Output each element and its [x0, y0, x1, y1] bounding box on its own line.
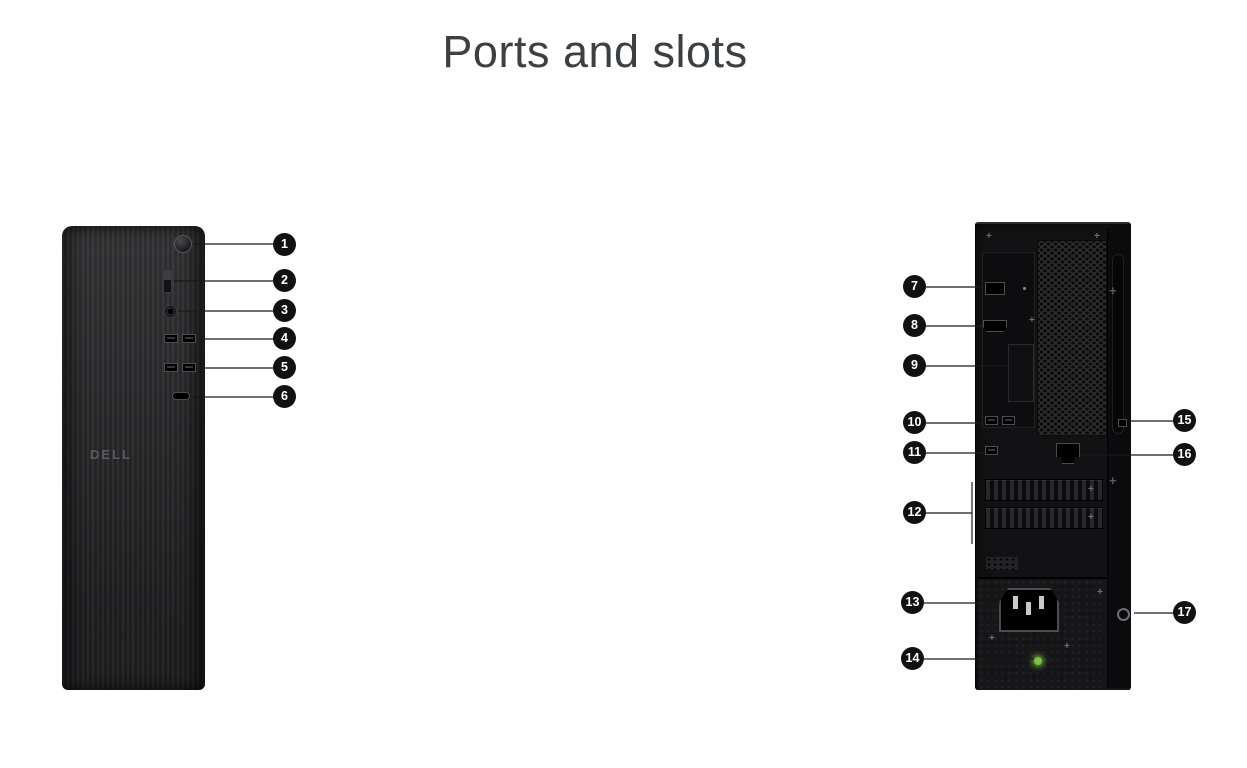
- power-pin: [1013, 596, 1018, 609]
- callout-6: 6: [273, 385, 296, 408]
- security-cable-slot: [1118, 419, 1127, 427]
- port-marking-dot: [1023, 287, 1026, 290]
- screw-icon: +: [1029, 315, 1035, 326]
- optional-port-blank: [1008, 344, 1034, 402]
- sd-card-slot: [163, 270, 172, 293]
- usb-port: [164, 334, 178, 343]
- callout-9: 9: [903, 354, 926, 377]
- expansion-slot-2: [985, 507, 1103, 529]
- cover-release-handle: [1112, 254, 1124, 434]
- callout-8: 8: [903, 314, 926, 337]
- power-pin: [1039, 596, 1044, 609]
- vent-grid: [1037, 240, 1107, 436]
- usb-port: [985, 416, 998, 425]
- screw-icon: +: [989, 633, 995, 644]
- power-pin: [1026, 602, 1031, 615]
- usb-port: [182, 334, 196, 343]
- callout-12: 12: [903, 501, 926, 524]
- callout-3: 3: [273, 299, 296, 322]
- screw-icon: +: [1064, 641, 1070, 652]
- callout-14: 14: [901, 647, 924, 670]
- callout-11: 11: [903, 441, 926, 464]
- callout-1: 1: [273, 233, 296, 256]
- usb-c-port: [172, 392, 190, 400]
- padlock-ring: [1117, 608, 1130, 621]
- usb-port: [1002, 416, 1015, 425]
- expansion-slot-1: [985, 479, 1103, 501]
- usb-port: [182, 363, 196, 372]
- callout-17: 17: [1173, 601, 1196, 624]
- screw-icon: +: [1088, 484, 1094, 495]
- page-title: Ports and slots: [442, 26, 748, 77]
- screw-icon: +: [1109, 473, 1117, 488]
- callout-15: 15: [1173, 409, 1196, 432]
- vent-strip: [986, 557, 1018, 570]
- screw-icon: +: [986, 231, 992, 242]
- screw-icon: +: [1094, 231, 1100, 242]
- screw-icon: +: [1088, 512, 1094, 523]
- callout-5: 5: [273, 356, 296, 379]
- callout-7: 7: [903, 275, 926, 298]
- hdmi-port: [983, 320, 1007, 332]
- callout-2: 2: [273, 269, 296, 292]
- callout-10: 10: [903, 411, 926, 434]
- power-button: [174, 235, 192, 253]
- screw-icon: +: [1109, 283, 1117, 298]
- callout-4: 4: [273, 327, 296, 350]
- callout-16: 16: [1173, 443, 1196, 466]
- displayport: [985, 282, 1005, 295]
- callout-13: 13: [901, 591, 924, 614]
- front-chassis: DELL: [62, 226, 205, 690]
- back-chassis: + + + + + + + + + +: [975, 222, 1131, 690]
- psu-diagnostic-light: [1034, 657, 1042, 665]
- dell-logo: DELL: [90, 447, 132, 462]
- ethernet-port: [1056, 443, 1080, 464]
- usb-port: [985, 446, 998, 455]
- usb-port: [164, 363, 178, 372]
- screw-icon: +: [1097, 587, 1103, 598]
- headset-jack: [164, 305, 177, 318]
